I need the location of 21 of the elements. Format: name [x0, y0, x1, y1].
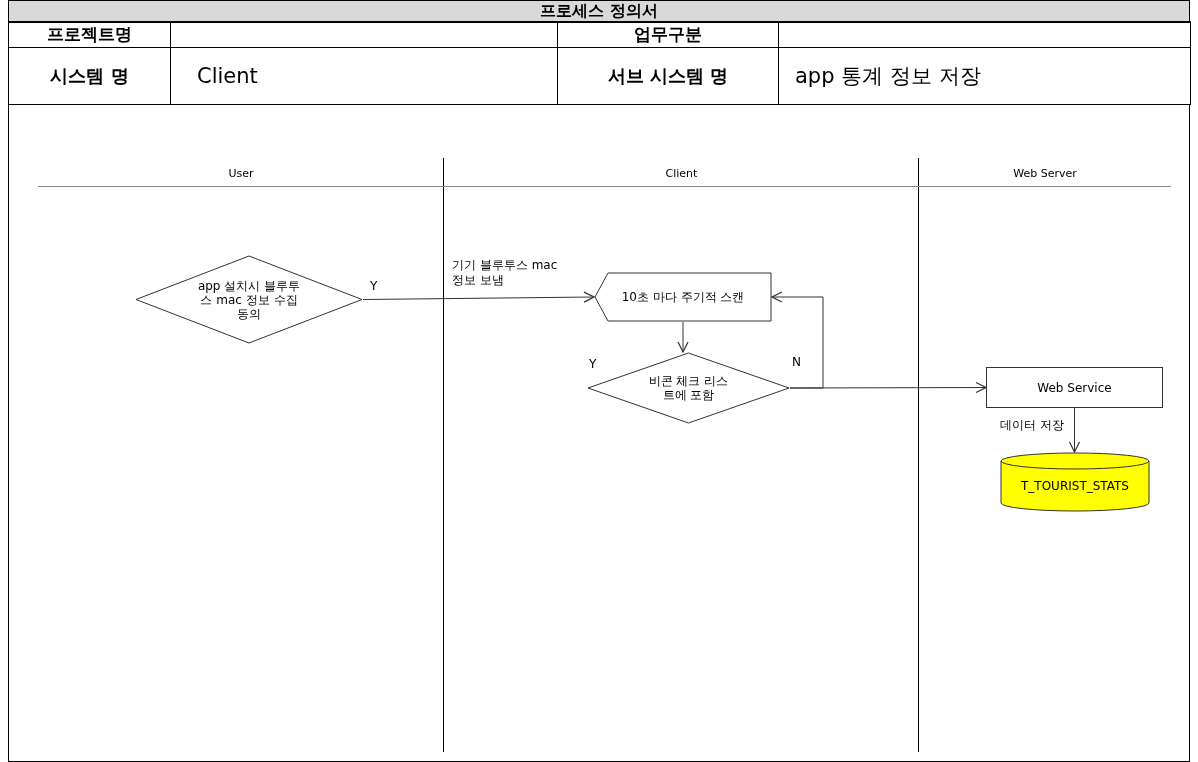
lane-title: Web Server [1012, 166, 1078, 181]
node-text: Web Service [1037, 380, 1112, 395]
edge-label: 데이터 저장 [1000, 418, 1064, 433]
table-title: 프로세스 정의서 [8, 0, 1190, 23]
value-cell: app 통계 정보 저장 [778, 47, 1191, 105]
arrow [677, 321, 689, 353]
arrow [771, 291, 824, 389]
header-cell: 시스템 명 [8, 47, 171, 105]
header-cell: 프로젝트명 [8, 21, 171, 48]
swimlane [38, 158, 444, 752]
node-text: 10초 마다 주기적 스캔 [621, 290, 745, 304]
lane-title: Client [664, 166, 699, 181]
lane-title: User [227, 166, 255, 181]
node-text: 비콘 체크 리스트에 포함 [647, 374, 730, 402]
arrow [789, 381, 987, 394]
branch-label: Y [370, 279, 378, 294]
node-text: T_TOURIST_STATS [1021, 479, 1129, 493]
branch-label: Y [589, 357, 597, 372]
arrow [1068, 407, 1081, 453]
node-text: app 설치시 블루투스 mac 정보 수집동의 [197, 278, 301, 321]
arrow [362, 291, 595, 303]
